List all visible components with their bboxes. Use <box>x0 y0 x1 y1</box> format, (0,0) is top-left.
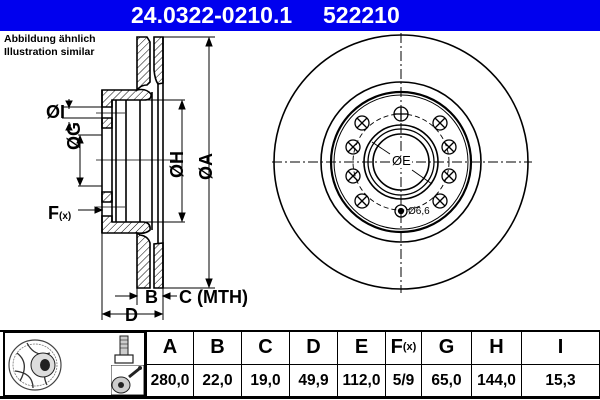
label-dia-g: ØG <box>64 122 85 150</box>
value-e: 112,0 <box>342 372 381 389</box>
col-f: F(x) 5/9 <box>386 331 422 397</box>
label-dia-i: ØI <box>46 102 66 122</box>
side-section-view <box>96 36 175 289</box>
part-number: 24.0322-0210.1 <box>131 2 293 28</box>
header-f: F(x) <box>386 331 421 365</box>
col-d: D 49,9 <box>290 331 338 397</box>
value-f: 5/9 <box>392 372 415 389</box>
label-dia-a-text: ØA <box>196 153 216 180</box>
header-i: I <box>522 331 599 365</box>
header-c: C <box>242 331 289 365</box>
value-c: 19,0 <box>250 372 281 389</box>
illustration-note: Abbildung ähnlich Illustration similar <box>4 33 96 59</box>
col-c: C 19,0 <box>242 331 290 397</box>
header-h: H <box>472 331 521 365</box>
specs-table-frame <box>0 330 600 400</box>
label-dia-h: ØH <box>167 151 188 178</box>
value-g: 65,0 <box>431 372 462 389</box>
label-c-mth: C (MTH) <box>179 287 248 307</box>
header-g: G <box>422 331 471 365</box>
header-d: D <box>290 331 337 365</box>
front-view <box>272 33 532 293</box>
value-h: 144,0 <box>477 372 516 389</box>
value-d: 49,9 <box>298 372 329 389</box>
bolt-holes <box>345 106 457 218</box>
label-f-text: F <box>48 203 59 223</box>
note-english: Illustration similar <box>4 46 95 58</box>
col-h: H 144,0 <box>472 331 522 397</box>
col-b: B 22,0 <box>194 331 242 397</box>
dimension-lines <box>62 36 215 320</box>
header-f-main: F <box>390 336 403 358</box>
label-f: F(x) <box>48 203 71 224</box>
product-images <box>3 331 146 397</box>
technical-drawing <box>62 33 532 320</box>
label-hole-dia: Ø6,6 <box>408 206 430 217</box>
header-f-sub: (x) <box>402 340 417 353</box>
bolt-icon <box>114 335 134 364</box>
label-d: D <box>125 305 138 325</box>
label-dia-e: ØE <box>391 153 412 168</box>
label-dia-g-text: ØG <box>64 121 84 150</box>
cleaning-spray-icon <box>111 365 144 395</box>
table-bottom-border <box>0 396 600 399</box>
reference-number: 522210 <box>323 2 400 28</box>
note-german: Abbildung ähnlich <box>4 33 96 45</box>
label-b: B <box>145 287 158 307</box>
value-a: 280,0 <box>150 372 190 389</box>
label-dia-a: ØA <box>196 153 217 180</box>
value-b: 22,0 <box>202 372 233 389</box>
header-b: B <box>194 331 241 365</box>
value-i: 15,3 <box>545 372 576 389</box>
header-e: E <box>338 331 385 365</box>
col-g: G 65,0 <box>422 331 472 397</box>
label-dia-h-text: ØH <box>167 151 187 178</box>
title-bar: 24.0322-0210.1 522210 <box>0 0 600 31</box>
col-a: A 280,0 <box>146 331 194 397</box>
brake-disc-icon <box>8 339 62 391</box>
header-a: A <box>147 331 193 365</box>
col-e: E 112,0 <box>338 331 386 397</box>
label-f-sub: (x) <box>59 211 72 222</box>
col-i: I 15,3 <box>522 331 600 397</box>
